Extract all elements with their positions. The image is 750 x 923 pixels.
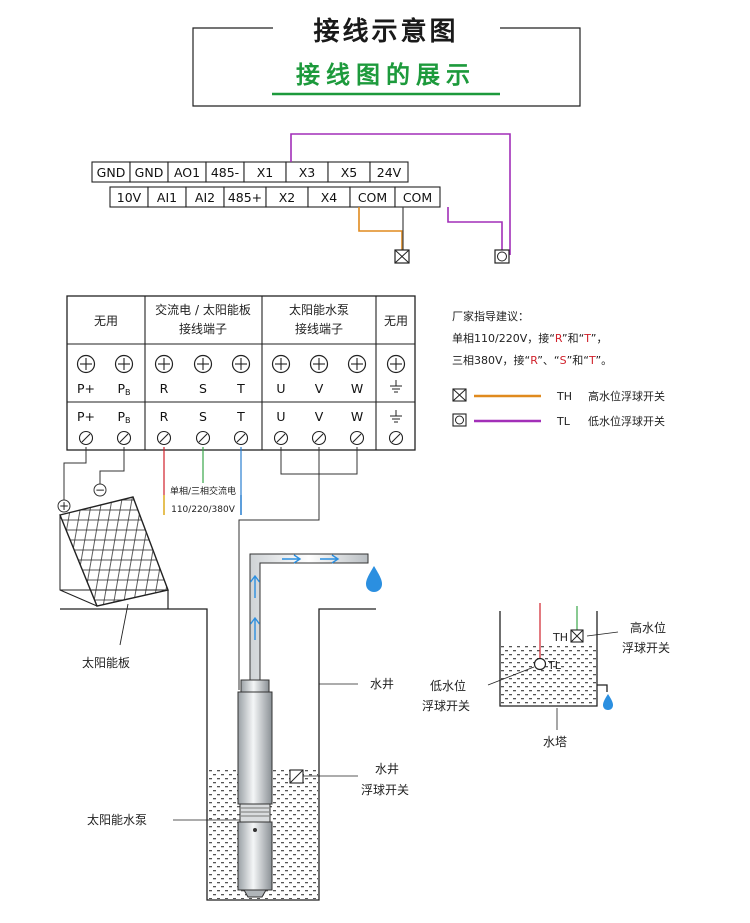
- water-drop-icon: [603, 694, 613, 710]
- solar-pump-label: 太阳能水泵: [87, 812, 147, 827]
- header-unused-left: 无用: [94, 314, 118, 328]
- advice-line-2: 单相110/220V，接“R”和“T”，: [452, 332, 607, 345]
- well-label: 水井: [370, 677, 394, 691]
- x4-wire: [358, 207, 403, 251]
- pump-cable: [238, 447, 358, 690]
- solar-pump: [237, 679, 273, 898]
- page-subtitle: 接线图的展示: [296, 61, 476, 89]
- ground-icon: [390, 380, 402, 393]
- advice-line-1: 厂家指导建议：: [452, 309, 529, 323]
- terminal-label-bottom: T: [236, 409, 245, 424]
- water-tower: [499, 603, 613, 730]
- strip-label-bottom: 10V: [117, 190, 142, 205]
- panel-minus-terminal: [93, 483, 107, 497]
- terminal-label-top: T: [236, 381, 245, 396]
- panel-plus-terminal: [57, 499, 71, 513]
- tower-high-label-2: 浮球开关: [622, 641, 670, 655]
- header-pump-1: 太阳能水泵: [289, 302, 349, 317]
- board-terminals: P+ P+ PB PB RR SS TT UU VV WW: [76, 354, 406, 446]
- terminal-label-top: U: [276, 381, 285, 396]
- terminal-label-top: S: [199, 381, 207, 396]
- solar-panel-label: 太阳能板: [82, 655, 130, 670]
- terminal-label-top: PB: [117, 381, 130, 397]
- water-drop-icon: [366, 566, 382, 592]
- terminal-label-bottom: U: [276, 409, 285, 424]
- supply-wires: [163, 447, 242, 515]
- tower-water: [500, 645, 597, 706]
- supply-label-2: 110/220/380V: [171, 505, 236, 515]
- terminal-label-bottom: W: [351, 409, 363, 424]
- terminal-label-top: W: [351, 381, 363, 396]
- strip-label-bottom: AI2: [195, 190, 215, 205]
- strip-label-bottom: X2: [279, 190, 296, 205]
- strip-label-top: GND: [135, 165, 164, 180]
- strip-label-bottom: AI1: [157, 190, 177, 205]
- tower-low-float-icon: [533, 657, 547, 671]
- tower-low-label-2: 浮球开关: [422, 699, 470, 713]
- legend: TH 高水位浮球开关 TL 低水位浮球开关: [452, 388, 665, 428]
- panel-wires: [63, 447, 125, 500]
- strip-label-bottom: X4: [321, 190, 338, 205]
- header-ac-solar-1: 交流电 / 太阳能板: [155, 302, 251, 317]
- strip-label-bottom: 485+: [228, 190, 262, 205]
- strip-label-top: GND: [97, 165, 126, 180]
- strip-label-top: X3: [299, 165, 316, 180]
- legend-tl-code: TL: [556, 415, 571, 428]
- strip-label-top: X1: [257, 165, 274, 180]
- well-float-label-2: 浮球开关: [361, 783, 409, 797]
- strip-wires: [290, 133, 511, 264]
- terminal-label-top: R: [160, 381, 169, 396]
- terminal-label-top: V: [315, 381, 324, 396]
- header-pump-2: 接线端子: [295, 321, 343, 336]
- solar-panel-pointer: [119, 603, 129, 646]
- strip-label-bottom: COM: [358, 190, 387, 205]
- tower-low-label-1: 低水位: [430, 678, 466, 693]
- terminal-strip-top-row: GND GND AO1 485- X1 X3 X5 24V: [91, 161, 409, 183]
- tower-label: 水塔: [543, 735, 567, 749]
- ground-and-well: [60, 608, 376, 901]
- strip-label-bottom: COM: [403, 190, 432, 205]
- strip-cell-top: [369, 161, 409, 183]
- com2-wire: [447, 207, 503, 250]
- terminal-label-bottom: R: [160, 409, 169, 424]
- panel-plus-sign: +: [59, 499, 69, 513]
- header-ac-solar-2: 接线端子: [179, 321, 227, 336]
- terminal-label-bottom: P+: [77, 409, 95, 424]
- terminal-board: P+ P+ PB PB RR SS TT UU VV WW: [66, 295, 416, 451]
- strip-label-top: 485-: [211, 165, 239, 180]
- terminal-label-bottom: PB: [117, 409, 130, 425]
- tower-tl-label: TL: [547, 659, 562, 672]
- solar-panel: [59, 496, 169, 609]
- legend-th-desc: 高水位浮球开关: [588, 389, 665, 403]
- header-frame: [192, 27, 581, 107]
- strip-label-top: AO1: [174, 165, 200, 180]
- terminal-label-top: P+: [77, 381, 95, 396]
- legend-tl-desc: 低水位浮球开关: [588, 414, 665, 428]
- water-pipe: [249, 553, 369, 681]
- tower-high-label-1: 高水位: [630, 620, 666, 635]
- supply-label-1: 单相/三相交流电: [170, 485, 236, 497]
- ground-icon: [390, 410, 402, 423]
- terminal-label-bottom: S: [199, 409, 207, 424]
- strip-label-top: X5: [341, 165, 358, 180]
- panel-minus-sign: −: [95, 483, 105, 497]
- terminal-label-bottom: V: [315, 409, 324, 424]
- well-float-label-1: 水井: [375, 762, 399, 776]
- x1-wire: [290, 133, 511, 255]
- advice-line-3: 三相380V，接“R”、“S”和“T”。: [452, 354, 612, 367]
- tower-th-label: TH: [552, 631, 568, 644]
- strip-cell-bottom: [394, 186, 441, 208]
- strip-label-top: 24V: [377, 165, 402, 180]
- terminal-strip-bottom-row: 10V AI1 AI2 485+ X2 X4 COM COM: [109, 186, 441, 208]
- header-unused-right: 无用: [384, 314, 408, 328]
- page-title: 接线示意图: [313, 16, 458, 47]
- legend-th-code: TH: [556, 390, 572, 403]
- terminal-strip: GND GND AO1 485- X1 X3 X5 24V 10V AI1 AI2 485+ X2 X4…: [91, 161, 441, 208]
